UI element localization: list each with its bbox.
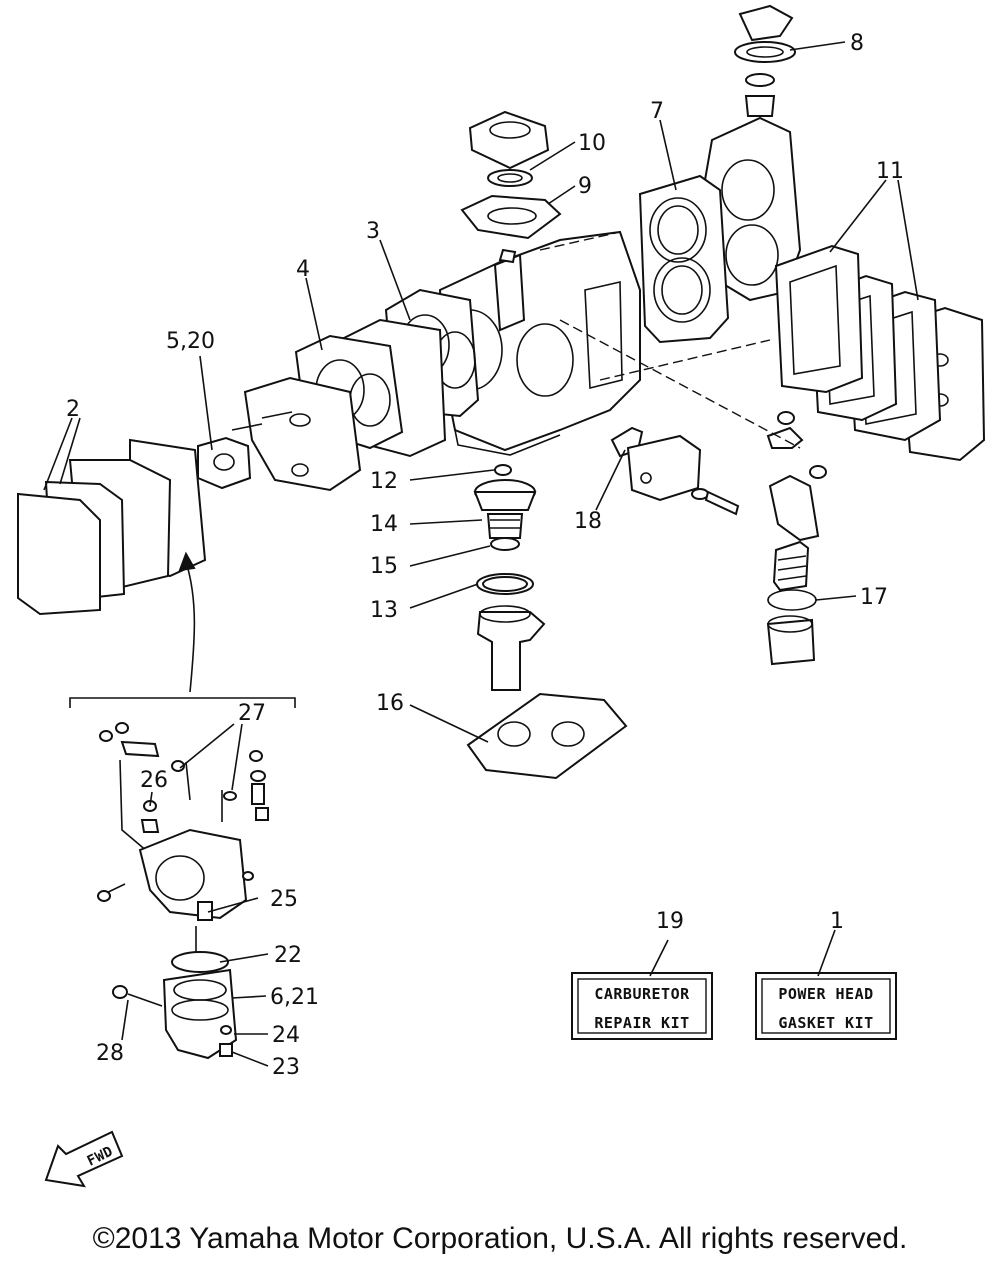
- part-2-silencer: [17, 438, 207, 616]
- power-head-kit-line2: GASKET KIT: [778, 1014, 873, 1032]
- callout-13: 13: [370, 598, 398, 623]
- callout-9: 9: [578, 174, 592, 199]
- callout-19: 19: [656, 909, 684, 934]
- callout-4: 4: [296, 257, 310, 282]
- callout-17: 17: [860, 585, 888, 610]
- callout-6-21: 6,21: [270, 985, 319, 1010]
- callout-1: 1: [830, 909, 844, 934]
- callout-7: 7: [650, 99, 664, 124]
- fuel-pump: [626, 434, 740, 516]
- callout-23: 23: [272, 1055, 300, 1080]
- leader-lines: [43, 41, 919, 1067]
- crankcase-block: [437, 230, 641, 456]
- callout-14: 14: [370, 512, 398, 537]
- callout-16: 16: [376, 691, 404, 716]
- part-16-base-gasket: [466, 692, 628, 780]
- intake-manifold: [231, 376, 362, 492]
- carburetor-kit-line2: REPAIR KIT: [594, 1014, 689, 1032]
- carburetor-kit-line1: CARBURETOR: [594, 985, 690, 1003]
- callout-5-20: 5,20: [166, 329, 215, 354]
- detail-arrowhead: [178, 551, 196, 572]
- part-10-thermostat-cover: [468, 110, 550, 187]
- callout-2: 2: [66, 397, 80, 422]
- callout-11: 11: [876, 159, 904, 184]
- callout-8: 8: [850, 31, 864, 56]
- part-5-20-gasket: [197, 436, 252, 490]
- part-11-exhaust-gaskets: [774, 244, 942, 442]
- thermostat-housing-parts: [473, 464, 546, 691]
- carburetor-repair-kit-box: CARBURETOR REPAIR KIT: [571, 972, 713, 1040]
- part-9-gasket: [460, 194, 562, 240]
- part-8-cover-assembly: [734, 4, 796, 117]
- fwd-arrow-icon: FWD: [44, 1130, 124, 1188]
- callout-3: 3: [366, 219, 380, 244]
- callout-25: 25: [270, 887, 298, 912]
- power-head-gasket-kit-box: POWER HEAD GASKET KIT: [755, 972, 897, 1040]
- fuel-filter-assembly: [766, 411, 827, 666]
- copyright-notice: ©2013 Yamaha Motor Corporation, U.S.A. A…: [92, 1222, 908, 1255]
- callout-18: 18: [574, 509, 602, 534]
- callout-15: 15: [370, 554, 398, 579]
- detail-arrow: [185, 561, 196, 693]
- cylinder-head: [703, 116, 802, 302]
- part-7-head-gasket: [638, 174, 730, 344]
- power-head-kit-line1: POWER HEAD: [778, 985, 873, 1003]
- callout-26: 26: [140, 768, 168, 793]
- callout-12: 12: [370, 469, 398, 494]
- carburetor-assembly: [97, 722, 269, 1060]
- callout-24: 24: [272, 1023, 300, 1048]
- callout-22: 22: [274, 943, 302, 968]
- callout-28: 28: [96, 1041, 124, 1066]
- callout-numbers: 8 7 10 9 11 3 4 5,20 2 12 14 18 15 17 13…: [66, 31, 904, 1080]
- detail-bracket: [69, 697, 296, 708]
- callout-27: 27: [238, 701, 266, 726]
- callout-10: 10: [578, 131, 606, 156]
- parts-diagram: FWD CARBURETOR REPAIR KIT POWER HEAD GAS…: [17, 4, 986, 1188]
